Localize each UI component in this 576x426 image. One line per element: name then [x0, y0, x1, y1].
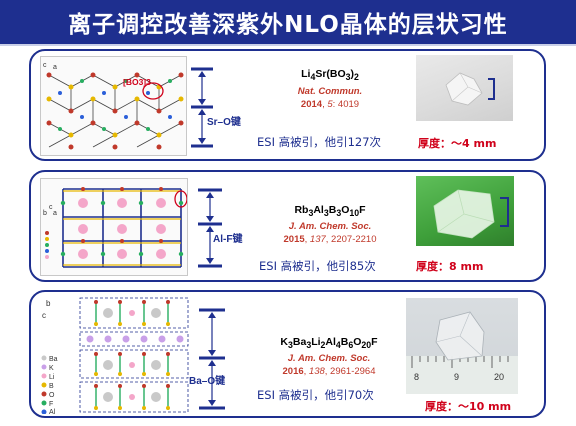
legend-al: Al [49, 409, 56, 414]
crystal-structure-2: b a c [40, 178, 188, 276]
journal-name-3: J. Am. Chem. Soc. [287, 353, 371, 364]
formula-rb3al3b3o10f: Rb3Al3B3O10F [294, 204, 366, 219]
thickness-3: 厚度：～10 mm [425, 400, 512, 413]
bond-label-ba-o: Ba–O键 [189, 376, 226, 387]
axis-b-label: b [43, 210, 47, 217]
axis-c-label-3: c [42, 311, 46, 320]
ruler-mark-8: 8 [414, 372, 419, 382]
crystal-photo-1 [416, 55, 513, 121]
formula-k3ba3li2al4b6o20f: K3Ba3Li2Al4B6O20F [280, 336, 378, 351]
card-rb3al3b3o10f: b a c Al-F键 Rb3Al3B3O10F J. Am. Chem. So… [29, 170, 546, 282]
crystal-structure-3: b c Ba K Li B O F Al [40, 296, 192, 416]
title-divider [0, 44, 576, 46]
axis-a-label-2: a [53, 210, 57, 217]
layer-marker-2 [198, 188, 222, 268]
reference-1: 2014, 5: 4019 [300, 99, 360, 110]
title-bar: 离子调控改善深紫外NLO晶体的层状习性 [0, 0, 576, 44]
crystal-structure-2-svg: b a c [43, 187, 188, 268]
reference-3: 2016, 138, 2961-2964 [282, 366, 376, 377]
card-li4srbo3: c a [BO3]3- Sr–O键 Li4Sr(BO3)2 Nat. Commu… [29, 49, 546, 161]
thickness-1: 厚度：～4 mm [418, 137, 497, 150]
crystal-structure-1: c a [BO3]3- [40, 56, 187, 156]
axis-b-label-3: b [46, 299, 51, 308]
ruler-mark-9: 9 [454, 372, 459, 382]
crystal-photo-1-svg [445, 72, 495, 106]
legend-b: B [49, 383, 54, 390]
ruler-mark-20: 20 [494, 372, 504, 382]
bo3-group-label: [BO3]3- [123, 77, 154, 87]
axis-c-label: c [43, 62, 47, 69]
slide-title: 离子调控改善深紫外NLO晶体的层状习性 [68, 12, 508, 38]
journal-name-1: Nat. Commun. [297, 86, 363, 97]
crystal-photo-2 [416, 176, 514, 246]
bond-label-al-f: Al-F键 [213, 234, 243, 245]
crystal-photo-3-svg: 8 9 20 [406, 311, 518, 394]
bond-label-sr-o: Sr–O键 [207, 117, 241, 128]
layer-marker-3 [199, 308, 225, 410]
axis-c-label-2: c [49, 204, 53, 211]
crystal-structure-1-svg: c a [BO3]3- [43, 62, 184, 150]
crystal-photo-2-svg [433, 189, 509, 239]
legend-li: Li [49, 374, 55, 381]
legend-o: O [49, 392, 55, 399]
thickness-2: 厚度：8 mm [416, 260, 484, 273]
legend-k: K [49, 365, 54, 372]
legend-f: F [49, 401, 53, 408]
reference-2: 2015, 137, 2207-2210 [283, 234, 377, 245]
esi-citation-1: ESI 高被引，他引127次 [257, 135, 382, 149]
layer-marker-1 [191, 67, 213, 148]
axis-a-label: a [53, 64, 57, 71]
crystal-photo-3: 8 9 20 [406, 298, 518, 394]
esi-citation-3: ESI 高被引，他引70次 [257, 388, 374, 402]
esi-citation-2: ESI 高被引，他引85次 [259, 259, 376, 273]
crystal-structure-3-svg: b c Ba K Li B O F Al [41, 297, 189, 416]
journal-name-2: J. Am. Chem. Soc. [288, 221, 372, 232]
legend-ba: Ba [49, 356, 58, 363]
formula-li4srbo3: Li4Sr(BO3)2 [301, 68, 359, 83]
card-k3ba3li2al4b6o20f: b c Ba K Li B O F Al Ba–O键 K3Ba3Li2Al4B6… [29, 290, 546, 418]
